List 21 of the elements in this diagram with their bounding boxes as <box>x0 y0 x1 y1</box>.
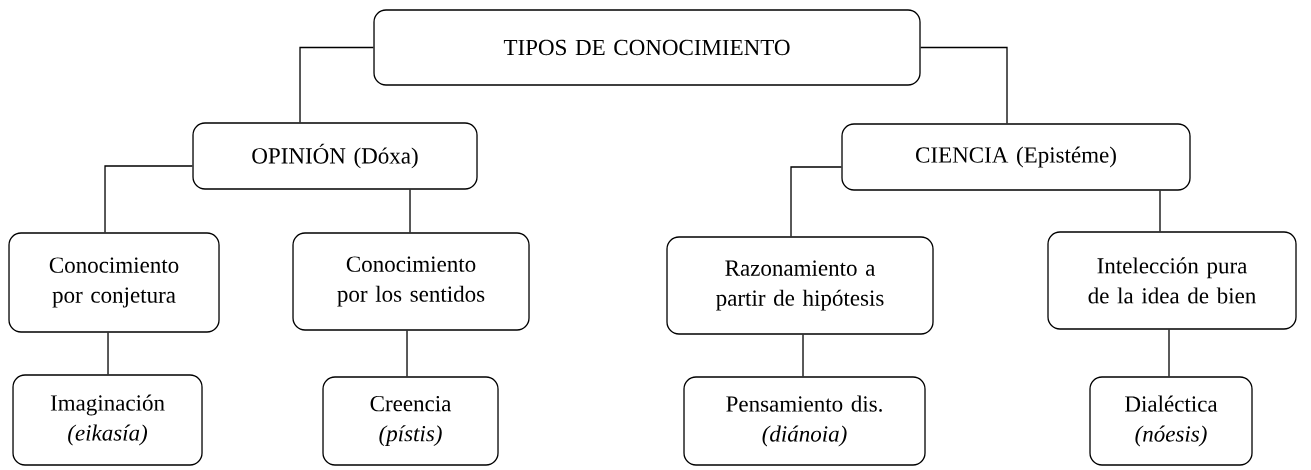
concept-box: Dialéctica (nóesis) <box>1089 376 1253 466</box>
title-box: TIPOS DE CONOCIMIENTO <box>373 9 921 86</box>
connector-line <box>409 189 411 233</box>
concept-box: Pensamiento dis. (diánoia) <box>683 376 926 466</box>
connector-line <box>406 330 408 377</box>
concept-box: Creencia (pístis) <box>322 376 499 466</box>
concept-box: Intelección pura de la idea de bien <box>1047 231 1297 330</box>
connector-line <box>1159 190 1161 232</box>
connector-line <box>107 332 109 375</box>
connector-line <box>802 334 804 377</box>
connector-line <box>920 46 1008 124</box>
connector-line <box>104 165 193 233</box>
connector-line <box>1168 329 1170 377</box>
connector-line <box>790 166 842 237</box>
concept-box: Conocimiento por conjetura <box>8 232 220 333</box>
concept-box: Conocimiento por los sentidos <box>292 232 530 331</box>
concept-box: Imaginación (eikasía) <box>12 374 203 466</box>
concept-box: OPINIÓN (Dóxa) <box>192 122 478 190</box>
concept-box: Razonamiento a partir de hipótesis <box>666 236 934 335</box>
connector-line <box>299 46 374 123</box>
concept-box: CIENCIA (Epistéme) <box>841 123 1191 191</box>
